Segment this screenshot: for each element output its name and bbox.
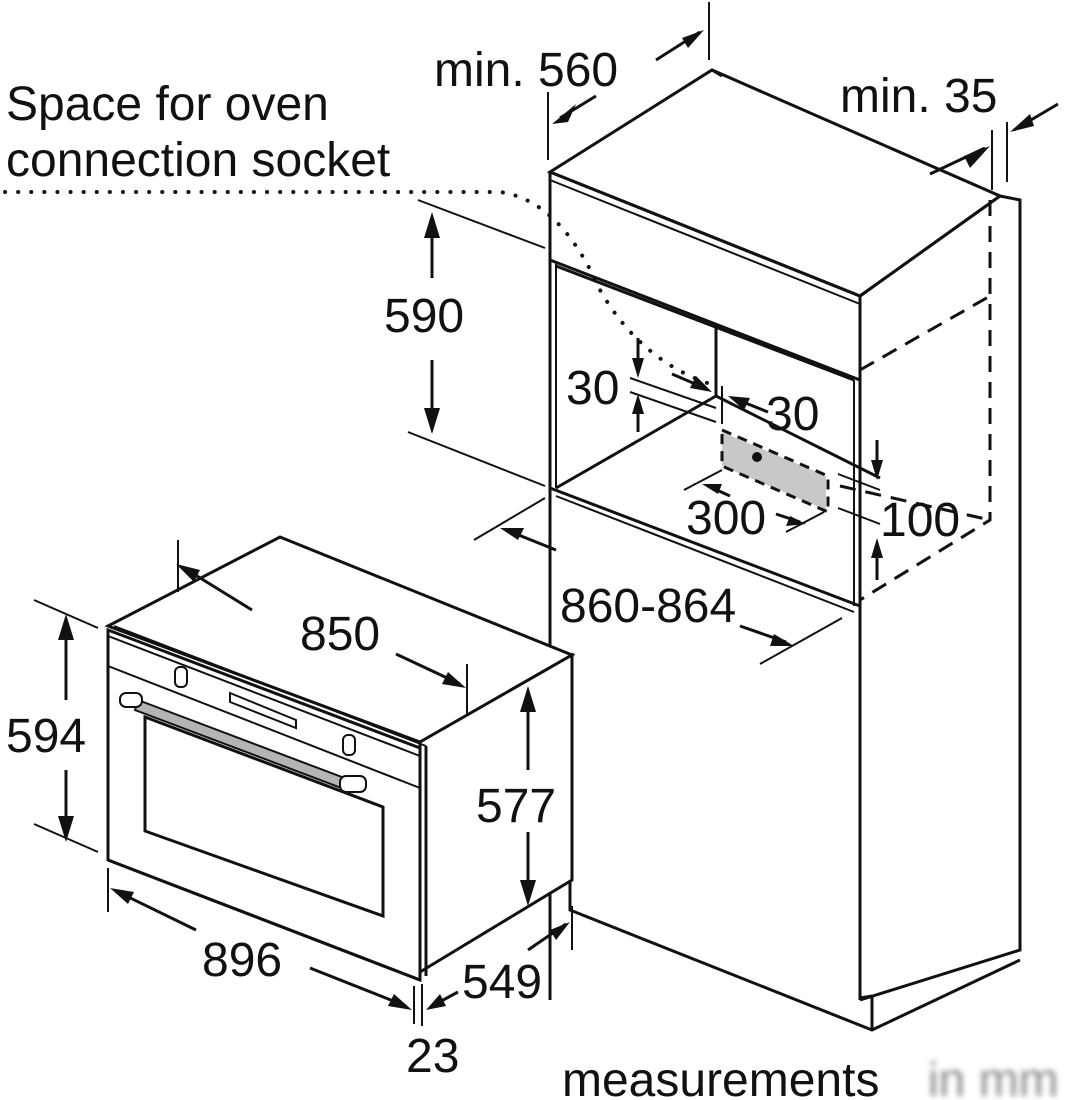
dim-300: 300 [686,492,766,545]
dim-30-vertical: 30 [566,362,619,415]
labels: Space for oven connection socket min. 56… [6,44,1059,1100]
callout-line1: Space for oven [6,78,329,131]
callout-line2: connection socket [6,134,390,187]
dim-549: 549 [462,956,542,1009]
dim-577: 577 [476,780,556,833]
dimension-lines [33,2,1059,1026]
dim-min-35: min. 35 [840,70,997,123]
dim-23: 23 [406,1030,459,1083]
dim-min-560: min. 560 [434,44,618,97]
dim-590: 590 [384,290,464,343]
dim-30-horizontal: 30 [766,388,819,441]
dim-896: 896 [202,934,282,987]
dim-850: 850 [300,608,380,661]
socket-area [720,427,991,522]
dim-860-864: 860-864 [560,580,736,633]
oven [104,535,576,983]
socket-leader-line [3,190,712,386]
tall-cabinet [546,68,1022,1032]
dim-100: 100 [880,494,960,547]
dim-594: 594 [6,710,86,763]
units-note-blurred: in mm [928,1054,1059,1100]
units-note: measurements [562,1054,879,1100]
